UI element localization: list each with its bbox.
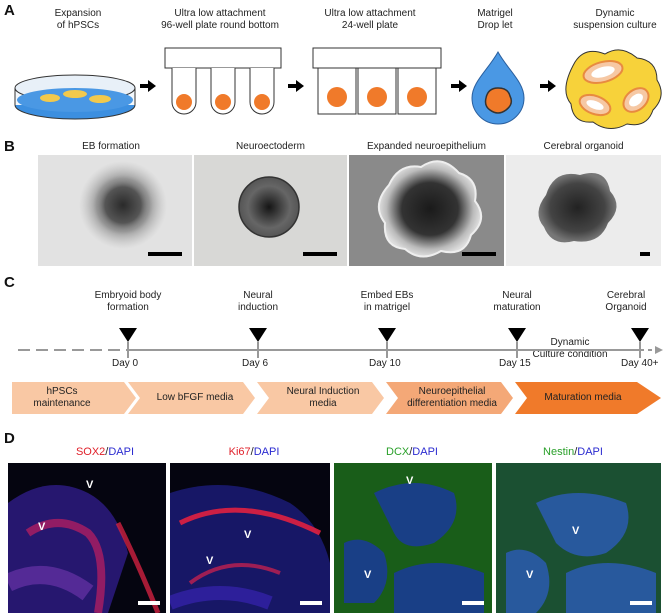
expanded-neuroepithelium-image [349,155,504,266]
ventricle-mark: V [38,521,46,533]
media-chevron-4 [386,382,513,414]
ventricle-mark: V [572,525,580,537]
stain-separator: / [574,446,578,458]
matrigel-droplet-icon [471,50,525,125]
step-1-caption: Expansion of hPSCs [54,8,102,31]
marker-name: DCX [386,446,410,458]
neuroectoderm-image [194,155,347,266]
scale-bar [462,601,484,605]
milestone-marker-icon [119,328,649,342]
ventricle-mark: V [244,529,252,541]
image-b3-caption: Expanded neuroepithelium [367,141,486,152]
ventricle-mark: V [206,555,214,567]
scale-bar [303,252,337,256]
panel-a-schematic [14,47,662,129]
day-40-label: Day 40+ [621,358,659,369]
organoid-icon [565,49,662,129]
marker-name: Ki67 [228,446,251,458]
step-4-caption: Matrigel Drop let [477,8,513,31]
media-1-label: hPSCs maintenance [33,386,91,409]
step-3-caption: Ultra low attachment 24-well plate [324,8,416,31]
stain-separator: / [250,446,254,458]
scale-bar [630,601,652,605]
image-b2-caption: Neuroectoderm [236,141,305,152]
panel-b-label: B [4,138,15,155]
stain-separator: / [409,446,413,458]
panel-d-label: D [4,430,15,447]
media-chevron-1 [12,382,136,414]
ventricle-mark: V [86,479,94,491]
day-15-label: Day 15 [499,358,531,369]
scale-bar [462,252,496,256]
arrow-icon [140,80,556,92]
counterstain-name: DAPI [253,446,280,458]
media-chevron-2 [128,382,255,414]
24-well-plate-icon [312,47,442,115]
scale-bar [300,601,322,605]
scale-bar [138,601,160,605]
stain-label-4: Nestin/DAPI [518,446,628,458]
ki67-image: V V [170,463,330,613]
ventricle-mark: V [364,569,372,581]
stain-separator: / [105,446,109,458]
media-chevron-3 [257,382,384,414]
media-chevron-5 [515,382,661,414]
media-3-label: Neural Induction media [286,386,360,409]
petri-dish-icon [14,74,136,120]
day-10-label: Day 10 [369,358,401,369]
event-3-label: Embed EBs in matrigel [360,290,414,313]
image-b4-caption: Cerebral organoid [543,141,624,152]
event-1-label: Embryoid body formation [94,290,162,313]
ventricle-mark: V [406,475,414,487]
media-4-label: Neuroepithelial differentiation media [407,386,497,409]
cerebral-organoid-image [506,155,661,266]
dynamic-culture-note: Dynamic Culture condition [532,337,608,360]
stain-label-1: SOX2/DAPI [50,446,160,458]
scale-bar [640,252,650,256]
panel-c-label: C [4,274,15,291]
event-5-label: Cerebral Organoid [605,290,647,313]
stain-label-3: DCX/DAPI [357,446,467,458]
dcx-image: V V [334,463,492,613]
media-5-label: Maturation media [544,392,622,403]
media-chevrons [12,382,661,414]
media-2-label: Low bFGF media [156,392,234,403]
day-6-label: Day 6 [242,358,269,369]
timeline-axis [18,328,663,358]
step-2-caption: Ultra low attachment 96-well plate round… [161,8,279,31]
96-well-plate-icon [164,47,282,115]
step-5-caption: Dynamic suspension culture [573,8,657,31]
image-b1-caption: EB formation [82,141,140,152]
counterstain-name: DAPI [108,446,135,458]
sox2-image: V V [8,463,166,613]
marker-name: SOX2 [75,446,106,458]
nestin-image: V V [496,463,661,613]
stain-label-2: Ki67/DAPI [199,446,309,458]
counterstain-name: DAPI [577,446,603,458]
event-4-label: Neural maturation [493,290,541,313]
eb-formation-image [38,155,192,266]
ventricle-mark: V [526,569,534,581]
marker-name: Nestin [543,446,575,458]
day-0-label: Day 0 [112,358,139,369]
panel-a-label: A [4,2,15,19]
counterstain-name: DAPI [412,446,438,458]
scale-bar [148,252,182,256]
event-2-label: Neural induction [237,290,279,313]
